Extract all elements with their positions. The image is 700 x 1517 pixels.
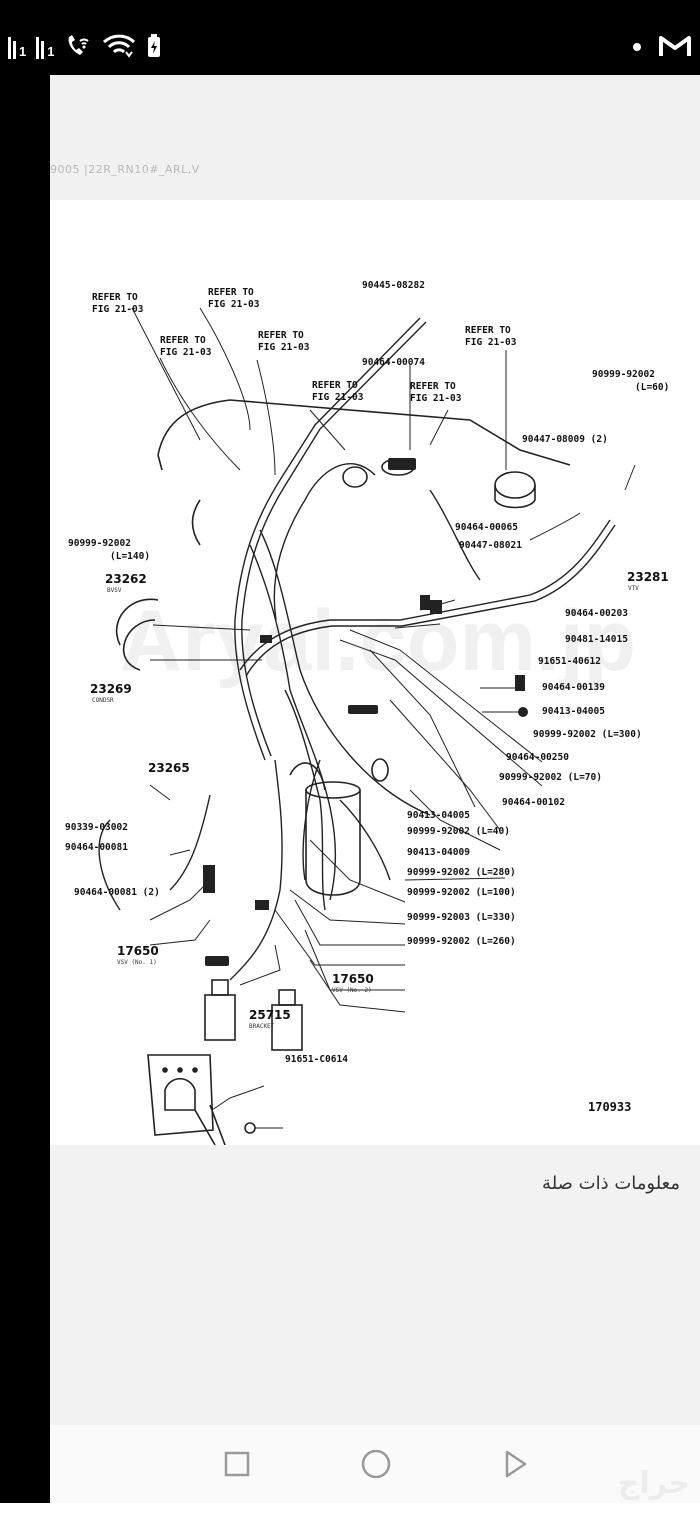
status-right-icons	[632, 30, 692, 66]
svg-text:90999-92002 (L=300): 90999-92002 (L=300)	[533, 729, 642, 740]
svg-text:90464-00203: 90464-00203	[565, 608, 628, 619]
svg-text:REFER TO: REFER TO	[258, 330, 304, 341]
svg-text:90999-92002 (L=40): 90999-92002 (L=40)	[407, 826, 510, 837]
android-nav-bar	[50, 1425, 700, 1503]
back-square-icon[interactable]	[220, 1447, 254, 1481]
svg-text:VTV: VTV	[628, 585, 639, 592]
battery-icon	[146, 33, 162, 64]
svg-text:90447-08021: 90447-08021	[459, 540, 522, 551]
svg-text:90413-04005: 90413-04005	[407, 810, 470, 821]
charcoal-canister	[289, 758, 389, 896]
gmail-icon	[658, 33, 692, 64]
haraj-watermark-logo: حراج	[617, 1466, 690, 1501]
wifi-icon	[102, 33, 136, 64]
svg-text:REFER TO: REFER TO	[92, 292, 138, 303]
svg-text:90999-92003 (L=330): 90999-92003 (L=330)	[407, 912, 516, 923]
bracket-part	[147, 1054, 256, 1145]
svg-text:23269: 23269	[90, 682, 132, 696]
svg-text:REFER TO: REFER TO	[312, 380, 358, 391]
svg-text:FIG 21-03: FIG 21-03	[312, 392, 364, 403]
wifi-calling-icon	[64, 33, 92, 64]
figure-number: 170933	[588, 1100, 631, 1114]
document-viewer[interactable]: 9005 |22R_RN10#_ARL,V Aryal.com.jp	[50, 75, 700, 1425]
svg-text:90339-03002: 90339-03002	[65, 822, 128, 833]
svg-text:90464-00081 (2): 90464-00081 (2)	[74, 887, 160, 898]
svg-text:17650: 17650	[117, 944, 159, 958]
svg-text:VSV (No. 1): VSV (No. 1)	[117, 959, 157, 966]
svg-text:REFER TO: REFER TO	[208, 287, 254, 298]
leader-lines	[131, 307, 636, 1129]
svg-text:REFER TO: REFER TO	[160, 335, 206, 346]
notification-dot-icon	[632, 39, 642, 57]
diagram-svg: Aryal.com.jp	[65, 280, 669, 1145]
svg-text:91651-40612: 91651-40612	[538, 656, 601, 667]
svg-text:FIG 21-03: FIG 21-03	[410, 393, 462, 404]
svg-text:90999-92002 (L=280): 90999-92002 (L=280)	[407, 867, 516, 878]
svg-text:17650: 17650	[332, 972, 374, 986]
svg-text:REFER TO: REFER TO	[465, 325, 511, 336]
svg-text:90999-92002 (L=70): 90999-92002 (L=70)	[499, 772, 602, 783]
signal-icon: 1	[8, 37, 26, 59]
svg-text:25715: 25715	[249, 1008, 291, 1022]
svg-text:23262: 23262	[105, 572, 147, 586]
svg-text:90413-04005: 90413-04005	[542, 706, 605, 717]
vsv-valves	[204, 979, 303, 1051]
svg-text:90445-08282: 90445-08282	[362, 280, 425, 291]
signal-icon: 1	[36, 37, 54, 59]
svg-text:BRACKET: BRACKET	[249, 1023, 275, 1030]
svg-text:FIG 21-03: FIG 21-03	[160, 347, 212, 358]
related-info-title: معلومات ذات صلة	[542, 1173, 680, 1194]
bottom-edge	[0, 1503, 700, 1517]
svg-text:FIG 21-03: FIG 21-03	[258, 342, 310, 353]
svg-text:90464-00074: 90464-00074	[362, 357, 425, 368]
status-bar: 1 1	[0, 0, 700, 75]
svg-text:90464-00250: 90464-00250	[506, 752, 569, 763]
svg-text:23265: 23265	[148, 761, 190, 775]
recents-triangle-icon[interactable]	[498, 1447, 532, 1481]
status-left-icons: 1 1	[8, 30, 162, 66]
small-labels: BVSV VTV CONDSR VSV (No. 1) VSV (No. 2) …	[92, 585, 639, 1030]
svg-text:91651-C0614: 91651-C0614	[285, 1054, 348, 1065]
svg-text:FIG 21-03: FIG 21-03	[208, 299, 260, 310]
fittings	[203, 458, 528, 966]
svg-text:90999-92002 (L=100): 90999-92002 (L=100)	[407, 887, 516, 898]
svg-text:90464-00065: 90464-00065	[455, 522, 518, 533]
svg-text:CONDSR: CONDSR	[92, 697, 114, 704]
svg-text:90413-04009: 90413-04009	[407, 847, 470, 858]
svg-text:90481-14015: 90481-14015	[565, 634, 628, 645]
svg-text:FIG 21-03: FIG 21-03	[465, 337, 517, 348]
svg-text:90447-08009 (2): 90447-08009 (2)	[522, 434, 608, 445]
svg-text:VSV (No. 2): VSV (No. 2)	[332, 987, 372, 994]
part-number-labels: 90445-08282 90464-00074 90999-92002 (L=6…	[65, 280, 669, 1065]
home-circle-icon[interactable]	[359, 1447, 393, 1481]
related-info-section: معلومات ذات صلة	[50, 1145, 700, 1425]
svg-text:(L=60): (L=60)	[635, 382, 669, 393]
svg-text:90464-00081: 90464-00081	[65, 842, 128, 853]
svg-text:23281: 23281	[627, 570, 669, 584]
svg-text:(L=140): (L=140)	[110, 551, 150, 562]
svg-text:BVSV: BVSV	[107, 587, 122, 594]
vacuum-hoses	[98, 317, 616, 981]
parts-diagram[interactable]: Aryal.com.jp	[50, 200, 700, 1145]
document-id: 9005 |22R_RN10#_ARL,V	[50, 163, 200, 176]
svg-text:FIG 21-03: FIG 21-03	[92, 304, 144, 315]
refer-labels: REFER TO FIG 21-03 REFER TO FIG 21-03 RE…	[92, 287, 517, 404]
svg-text:90999-92002: 90999-92002	[592, 369, 655, 380]
svg-text:90999-92002: 90999-92002	[68, 538, 131, 549]
svg-text:REFER TO: REFER TO	[410, 381, 456, 392]
svg-text:90464-00102: 90464-00102	[502, 797, 565, 808]
svg-text:90999-92002 (L=260): 90999-92002 (L=260)	[407, 936, 516, 947]
document-header: 9005 |22R_RN10#_ARL,V	[50, 75, 700, 200]
svg-text:90464-00139: 90464-00139	[542, 682, 605, 693]
